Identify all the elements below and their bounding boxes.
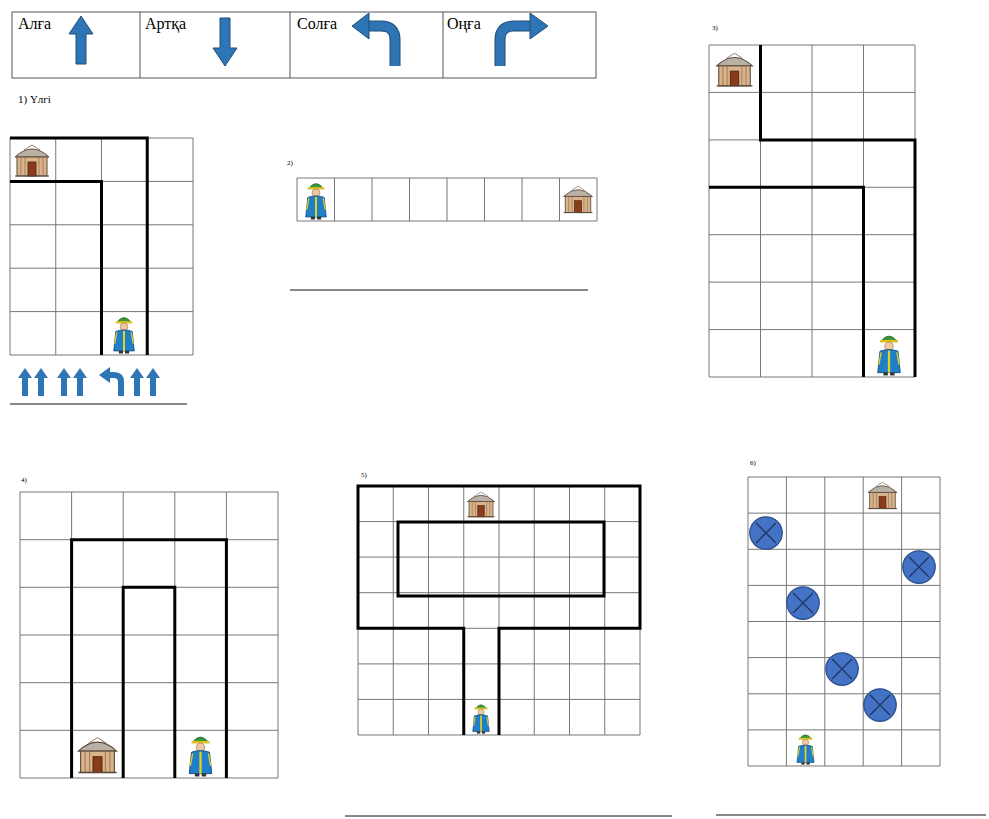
- right-turn-arrow: [500, 13, 548, 66]
- grid-lines: [748, 477, 940, 766]
- task-label: 1) Үлгі: [18, 93, 51, 105]
- grid-lines: [709, 45, 915, 377]
- obstacle-mark: [903, 551, 935, 583]
- person-icon: [797, 735, 814, 765]
- grid-lines: [358, 486, 640, 735]
- maze-grid: [345, 486, 672, 816]
- maze-grid: [10, 138, 193, 404]
- command-table: [12, 12, 596, 78]
- answer-line: [10, 403, 187, 405]
- person-icon: [189, 737, 212, 776]
- command-label: Артқа: [145, 15, 186, 33]
- yurt-icon: [15, 145, 49, 176]
- grid-lines: [10, 138, 193, 355]
- task-number: 3): [712, 25, 718, 33]
- yurt-icon: [717, 53, 753, 86]
- maze-grid: [20, 492, 278, 778]
- maze-grid: [716, 477, 986, 815]
- person-icon: [878, 336, 901, 375]
- task-number: 5): [361, 472, 367, 480]
- command-label: Оңға: [447, 15, 481, 33]
- task-number: 6): [750, 460, 756, 468]
- forward-arrow: [69, 16, 93, 64]
- answer-line: [290, 289, 588, 291]
- grid-lines: [20, 492, 278, 778]
- back-arrow: [213, 18, 237, 66]
- obstacle-mark: [826, 653, 858, 685]
- yurt-icon: [564, 186, 593, 212]
- table-border: [12, 12, 596, 78]
- answer-line: [345, 815, 672, 817]
- task-number: 2): [287, 160, 293, 168]
- person-icon: [306, 184, 327, 220]
- maze-grid: [290, 178, 597, 290]
- maze-wall: [709, 45, 915, 377]
- obstacle-mark: [750, 517, 782, 549]
- table-divider: [140, 12, 443, 78]
- answer-line: [716, 814, 986, 816]
- command-label: Алға: [18, 15, 51, 33]
- person-icon: [114, 318, 135, 354]
- grid-lines: [297, 178, 597, 221]
- maze-wall: [10, 138, 147, 355]
- maze-wall: [358, 486, 640, 735]
- command-label: Солға: [297, 15, 337, 33]
- obstacle-mark: [864, 689, 896, 721]
- answer-arrows: [18, 367, 160, 396]
- task-number: 4): [21, 477, 27, 485]
- maze-wall: [72, 540, 227, 778]
- obstacle-mark: [787, 587, 819, 619]
- person-icon: [473, 705, 490, 734]
- yurt-icon: [467, 492, 494, 517]
- maze-grid: [709, 45, 915, 377]
- yurt-icon: [868, 482, 897, 508]
- yurt-icon: [78, 738, 116, 773]
- left-turn-arrow: [352, 13, 395, 66]
